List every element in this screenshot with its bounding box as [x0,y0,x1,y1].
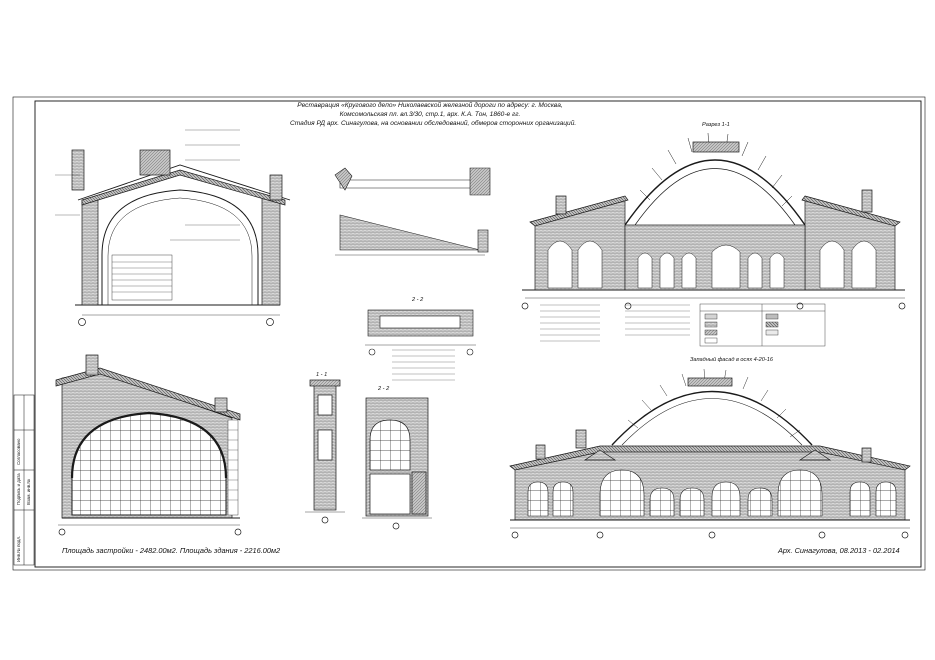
detail-1-1-view [305,379,345,524]
side-stamp [13,394,35,566]
facade-big-arch-view [55,354,242,536]
sheet-outer-frame [12,96,926,571]
notes-block-center [392,349,455,381]
stamp-label-4: Согласовано [16,438,21,465]
detail-2-2-lower-label: 2 - 2 [378,386,390,392]
detail-2-2-lower-view [362,397,432,530]
title-line-3: Стадия РД арх. Синагулова, на основании … [290,120,577,127]
title-line-2: Комсомольская пл. вл.3/30, стр.1, арх. К… [339,111,521,118]
title-line-1: Реставрация «Кругового депо» Николаевско… [297,102,563,109]
sheet-inner-frame [34,100,922,568]
section-1-1-view [521,132,906,310]
stamp-label-1: Инв.№ подл. [16,535,21,562]
notes-block-right [540,304,690,342]
detail-2-2-label: 2 - 2 [412,297,424,303]
section-bay-view [55,129,291,326]
author-text: Арх. Синагулова, 08.2013 - 02.2014 [778,546,900,555]
stamp-label-2: Подпись и дата [16,473,21,505]
stamp-label-3: Взам. инв.№ [26,479,31,505]
detail-2-2-view [365,309,476,356]
section-1-1-label: Разрез 1-1 [702,122,730,128]
roof-detail-view [334,167,491,256]
west-facade-label: Западный фасад в осях 4-20-16 [690,357,773,363]
area-text: Площадь застройки - 2482.00м2. Площадь з… [62,546,281,555]
legend-table [699,303,826,347]
detail-1-1-label: 1 - 1 [316,372,328,378]
west-facade-view [509,368,911,539]
